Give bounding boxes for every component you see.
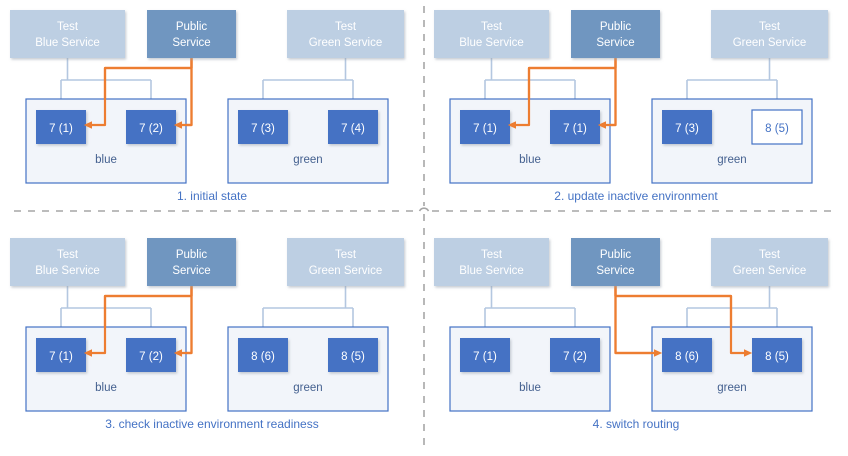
- panel-4-green-env-node-1-label: 8 (6): [675, 351, 699, 363]
- panel-3-blue-env-node-2-label: 7 (2): [139, 351, 163, 363]
- panel-4-blue-env-node-2-label: 7 (2): [563, 351, 587, 363]
- panel-1-test-blue-service-line2: Blue Service: [35, 37, 100, 49]
- panel-2-caption: 2. update inactive environment: [554, 189, 718, 203]
- panel-3-blue-env-node-2[interactable]: [126, 338, 176, 372]
- panel-4-blue-env-label: blue: [519, 382, 541, 394]
- panel-2-public-service[interactable]: [571, 10, 660, 58]
- panel-dividers: [14, 6, 836, 450]
- panel-1-public-service[interactable]: [147, 10, 236, 58]
- panel-1-blue-env-node-1[interactable]: [36, 110, 86, 144]
- panel-2-public-overlay-route-2: [597, 58, 617, 129]
- panel-1-caption: 1. initial state: [177, 189, 247, 203]
- panel-3-green-env-node-2-label: 8 (5): [341, 351, 365, 363]
- panel-3-test-green-service[interactable]: [287, 238, 404, 286]
- panel-2-green-env-node-2[interactable]: [751, 109, 803, 145]
- panel-1-test-green-service[interactable]: [287, 10, 404, 58]
- panel-4-test-blue-fan-bus: [485, 286, 575, 309]
- panel-1-test-blue-service-line1: Test: [57, 21, 79, 33]
- panel-3-blue-env-node-1-label: 7 (1): [49, 351, 73, 363]
- panel-3-blue-env-label: blue: [95, 382, 117, 394]
- panel-4-green-env-node-2-label: 8 (5): [765, 351, 789, 363]
- panel-3-public-service-line2: Service: [172, 265, 210, 277]
- panel-3-public-service-line1: Public: [176, 249, 208, 261]
- panel-2-test-green-service[interactable]: [711, 10, 828, 58]
- panel-1-public-service-line2: Service: [172, 37, 210, 49]
- panel-3-test-green-service-line1: Test: [335, 249, 357, 261]
- panel-2-test-green-service-line2: Green Service: [733, 37, 807, 49]
- panel-1-blue-env-node-2-label: 7 (2): [139, 123, 163, 135]
- panel-4-green-env-label: green: [717, 382, 746, 394]
- panel-1-test-green-fan-bus: [263, 58, 353, 81]
- panel-1-blue-env-node-1-label: 7 (1): [49, 123, 73, 135]
- panel-4-green-env-node-1[interactable]: [662, 338, 712, 372]
- panel-2-blue-env-node-2-label: 7 (1): [563, 123, 587, 135]
- panel-3-test-blue-service-line1: Test: [57, 249, 79, 261]
- panel-4-public-service[interactable]: [571, 238, 660, 286]
- panel-2-green-env-node-2-label: 8 (5): [765, 123, 789, 135]
- panel-1-test-green-service-line1: Test: [335, 21, 357, 33]
- panel-2-green-env-label: green: [717, 154, 746, 166]
- panel-3-blue-env-node-1[interactable]: [36, 338, 86, 372]
- panel-3-test-blue-service[interactable]: [10, 238, 125, 286]
- panel-2-blue-env-label: blue: [519, 154, 541, 166]
- panel-3-green-env-node-1[interactable]: [238, 338, 288, 372]
- panel-3-caption: 3. check inactive environment readiness: [105, 417, 318, 431]
- panel-4-test-green-service-line1: Test: [759, 249, 781, 261]
- panel-1-test-green-service-line2: Green Service: [309, 37, 383, 49]
- panel-2-blue-env-node-1[interactable]: [460, 110, 510, 144]
- panel-1-blue-env-label: blue: [95, 154, 117, 166]
- panel-3-public-service[interactable]: [147, 238, 236, 286]
- panel-2-test-green-fan-bus: [687, 58, 777, 81]
- panel-3-public-overlay-route-2: [173, 286, 193, 357]
- panel-1-test-blue-service[interactable]: [10, 10, 125, 58]
- panel-1-green-env-label: green: [293, 154, 322, 166]
- panel-4-test-green-service-line2: Green Service: [733, 265, 807, 277]
- panel-4-green-env-node-2[interactable]: [752, 338, 802, 372]
- panel-3-green-env-node-1-label: 8 (6): [251, 351, 275, 363]
- panel-2-blue-env-node-2[interactable]: [550, 110, 600, 144]
- panel-1-public-service-line1: Public: [176, 21, 208, 33]
- panel-2-blue-env-node-1-label: 7 (1): [473, 123, 497, 135]
- panel-4-test-blue-service-line1: Test: [481, 249, 503, 261]
- panel-2-test-blue-service-line2: Blue Service: [459, 37, 524, 49]
- panel-1-green-env-node-1-label: 7 (3): [251, 123, 275, 135]
- panel-3-green-env-node-2[interactable]: [328, 338, 378, 372]
- panel-4-caption: 4. switch routing: [593, 417, 680, 431]
- divider-hop: [418, 207, 430, 212]
- panel-2-green-env-node-1-label: 7 (3): [675, 123, 699, 135]
- panel-4-public-service-line2: Service: [596, 265, 634, 277]
- panel-4-blue-env-node-2[interactable]: [550, 338, 600, 372]
- panel-3-test-blue-service-line2: Blue Service: [35, 265, 100, 277]
- panel-2-test-green-service-line1: Test: [759, 21, 781, 33]
- panel-2-test-blue-service-line1: Test: [481, 21, 503, 33]
- panel-2-test-blue-service[interactable]: [434, 10, 549, 58]
- panel-3-test-green-service-line2: Green Service: [309, 265, 383, 277]
- panel-1-green-env-node-2-label: 7 (4): [341, 123, 365, 135]
- panel-2-public-service-line2: Service: [596, 37, 634, 49]
- panel-4-test-green-service[interactable]: [711, 238, 828, 286]
- panel-2-green-env-node-1[interactable]: [662, 110, 712, 144]
- panel-1-green-env-node-1[interactable]: [238, 110, 288, 144]
- panel-4-public-service-line1: Public: [600, 249, 632, 261]
- panel-4-test-blue-service[interactable]: [434, 238, 549, 286]
- panel-4-blue-env-node-1-label: 7 (1): [473, 351, 497, 363]
- panel-4-test-blue-service-line2: Blue Service: [459, 265, 524, 277]
- panel-3-test-green-fan-bus: [263, 286, 353, 309]
- panel-4-blue-env-node-1[interactable]: [460, 338, 510, 372]
- panel-1-public-overlay-route-2: [173, 58, 193, 129]
- panel-1-green-env-node-2[interactable]: [328, 110, 378, 144]
- panel-3-green-env-label: green: [293, 382, 322, 394]
- panel-2-public-service-line1: Public: [600, 21, 632, 33]
- panel-4-public-overlay-route-2: [614, 286, 753, 357]
- panel-1-blue-env-node-2[interactable]: [126, 110, 176, 144]
